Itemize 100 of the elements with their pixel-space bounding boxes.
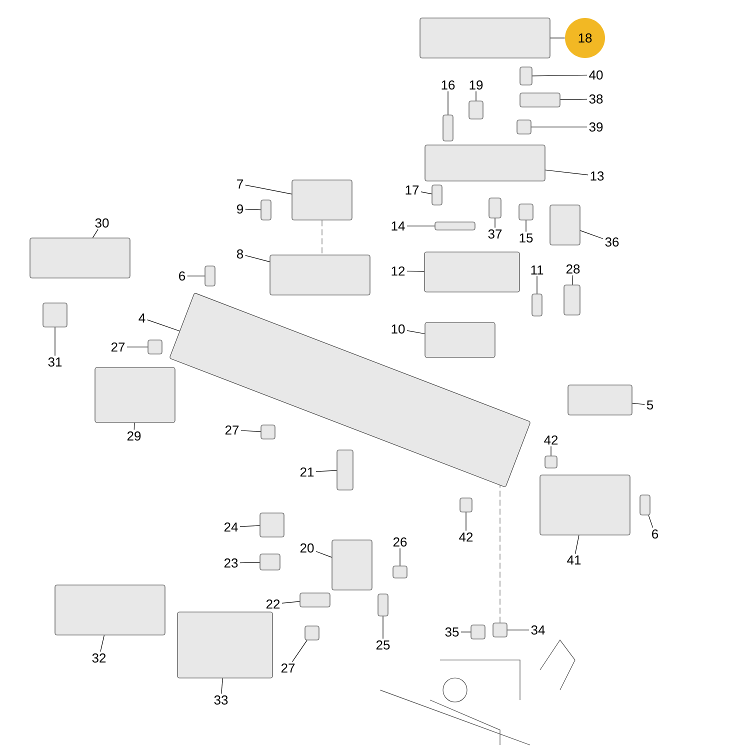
clip: [260, 424, 276, 440]
leader-line: [316, 551, 332, 558]
callout-number: 10: [392, 324, 405, 334]
leader-line: [560, 98, 588, 100]
leader-line: [245, 255, 270, 262]
callout-number: 18: [565, 18, 605, 58]
switch: [260, 512, 284, 538]
ignition-lock: [332, 540, 372, 590]
screw: [520, 66, 532, 86]
knob: [42, 302, 68, 328]
callout-number: 22: [266, 599, 280, 609]
screw: [260, 200, 272, 220]
clip: [518, 204, 534, 220]
clip: [304, 626, 320, 640]
callout-number: 41: [567, 556, 581, 564]
callout-number: 27: [281, 663, 295, 673]
callout-number: 16: [442, 80, 455, 90]
callout-number: 8: [236, 249, 244, 259]
callout-number: 28: [566, 264, 580, 274]
callout-number: 24: [224, 522, 238, 532]
leader-line: [531, 126, 588, 128]
lever: [300, 592, 330, 608]
screw: [204, 266, 216, 286]
cover: [30, 238, 130, 278]
leader-line: [245, 184, 292, 194]
leader-line: [632, 402, 645, 405]
leader-line: [282, 601, 300, 604]
callout-number: 25: [376, 640, 390, 650]
callout-number: 12: [392, 266, 405, 276]
key-cylinder: [336, 450, 354, 490]
leader-line: [54, 327, 56, 356]
spring: [488, 198, 502, 218]
callout-number: 35: [445, 627, 459, 637]
leader-line: [580, 230, 604, 240]
leader-line: [648, 515, 654, 528]
callout-number: 31: [48, 357, 62, 367]
callout-number: 14: [392, 222, 405, 230]
leader-line: [100, 635, 104, 652]
bracket: [520, 92, 560, 108]
leader-line: [532, 74, 588, 76]
console: [170, 293, 530, 487]
leader-line: [420, 191, 432, 194]
leader-line: [92, 229, 98, 238]
leader-line: [240, 525, 260, 527]
callout-number: 32: [92, 653, 106, 663]
callout-number: 19: [470, 80, 483, 90]
leader-line: [494, 218, 496, 228]
bracket: [260, 554, 280, 570]
callout-number: 17: [406, 186, 419, 194]
armrest-lid: [420, 18, 550, 58]
callout-number: 36: [605, 237, 619, 247]
clip: [468, 100, 484, 120]
leader-line: [545, 170, 588, 176]
leader-line: [292, 640, 308, 662]
leader-line: [240, 430, 261, 432]
callout-number: 5: [646, 400, 654, 410]
cover: [568, 384, 632, 416]
leader-line: [245, 208, 261, 210]
callout-number: 39: [589, 122, 603, 132]
callout-number: 15: [520, 233, 533, 243]
leader-line: [134, 422, 135, 430]
callout-number: 13: [590, 171, 604, 181]
clip: [516, 120, 532, 134]
callout-number: 40: [589, 70, 603, 80]
leader-line: [240, 562, 260, 564]
callout-number: 38: [589, 94, 603, 104]
pad: [424, 252, 520, 292]
callout-number: 23: [224, 558, 238, 568]
callout-number: 26: [393, 537, 407, 547]
leader-line: [536, 276, 538, 294]
callout-number: 6: [652, 529, 658, 539]
leader-line: [126, 346, 148, 348]
callout-number: 34: [531, 625, 545, 635]
side-panel: [54, 584, 166, 636]
clip: [148, 340, 162, 354]
leader-line: [316, 470, 337, 472]
clip: [492, 622, 508, 638]
screw: [378, 594, 388, 616]
screw: [532, 294, 542, 316]
leader-line: [221, 678, 223, 694]
bracket: [540, 474, 630, 536]
leader-line: [550, 446, 552, 456]
callout-number: 27: [111, 342, 125, 352]
spring: [442, 114, 454, 142]
strap: [550, 204, 580, 246]
mat: [424, 322, 496, 358]
screw: [432, 184, 442, 206]
side-panel: [94, 367, 176, 423]
callout-number: 30: [95, 218, 109, 228]
callout-number: 21: [300, 467, 314, 477]
callout-number: 11: [531, 266, 544, 274]
leader-line: [574, 535, 580, 554]
leader-line: [406, 330, 425, 334]
cup-holder: [270, 254, 370, 296]
clip: [470, 624, 486, 640]
callout-number: 37: [488, 229, 502, 239]
screw: [640, 494, 650, 516]
clip: [392, 566, 408, 578]
callout-number: 6: [179, 271, 186, 281]
leader-line: [147, 320, 180, 332]
